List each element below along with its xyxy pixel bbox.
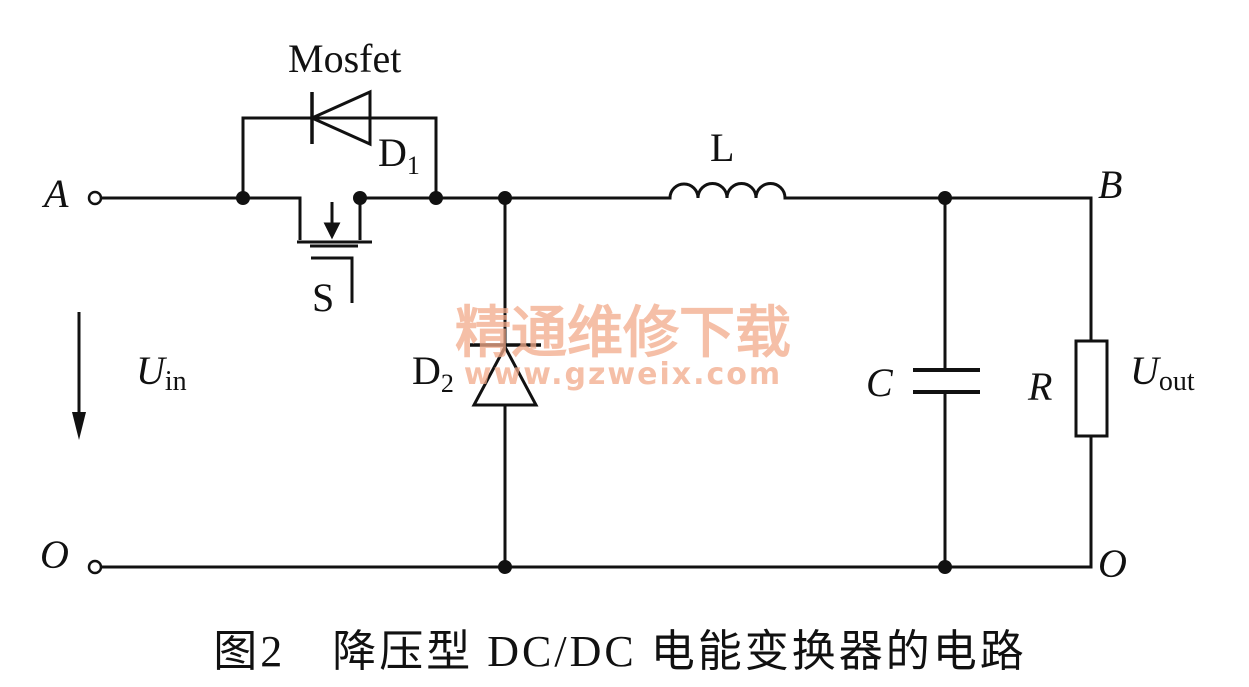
label-o-right: O: [1098, 541, 1127, 586]
label-l: L: [710, 125, 734, 170]
junction-dot: [498, 560, 512, 574]
capacitor-c: [913, 368, 980, 394]
label-b: B: [1098, 162, 1122, 207]
label-r: R: [1027, 364, 1052, 409]
watermark-url: www.gzweix.com: [464, 357, 782, 392]
junction-dot: [353, 191, 367, 205]
watermark-text: 精通维修下载: [455, 301, 791, 366]
label-uin: Uin: [136, 348, 187, 397]
junction-dot: [938, 560, 952, 574]
diode-d2: [470, 343, 541, 407]
junction-dot: [938, 191, 952, 205]
label-d1: D1: [378, 130, 420, 180]
d1-bypass-wire: [241, 116, 438, 200]
label-s: S: [312, 275, 334, 320]
label-mosfet: Mosfet: [288, 36, 401, 81]
junction-dot: [429, 191, 443, 205]
junction-dot: [498, 191, 512, 205]
uin-arrow: [72, 312, 86, 440]
label-o-left: O: [40, 532, 69, 577]
figure-caption: 图2 降压型 DC/DC 电能变换器的电路: [213, 627, 1026, 676]
label-c: C: [866, 360, 894, 405]
label-d2: D2: [412, 348, 454, 398]
label-a: A: [41, 171, 69, 216]
junction-dot: [236, 191, 250, 205]
resistor-r: [1074, 339, 1109, 438]
diode-d1: [308, 89, 372, 147]
inductor-l: [668, 182, 787, 200]
terminal-o: [87, 559, 103, 575]
label-uout: Uout: [1130, 348, 1195, 397]
terminal-a: [87, 190, 103, 206]
mosfet-switch: [297, 198, 372, 303]
